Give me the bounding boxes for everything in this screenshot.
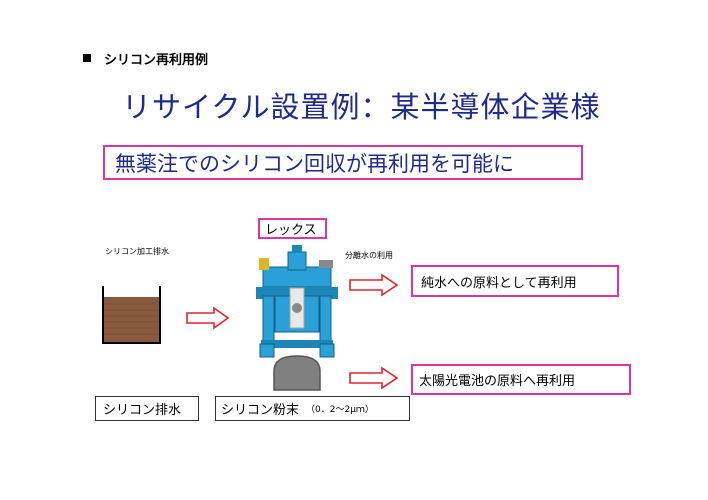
beaker-outline bbox=[102, 286, 161, 344]
arrow-right-icon bbox=[349, 273, 399, 297]
lex-label: レックス bbox=[265, 223, 317, 238]
solar-reuse-box: 太陽光電池の原料へ再利用 bbox=[411, 364, 631, 395]
silicon-powder-box: シリコン粉末 （0．2～2μｍ） bbox=[215, 396, 410, 421]
drain-caption: シリコン加工排水 bbox=[105, 247, 169, 256]
solar-reuse-label: 太陽光電池の原料へ再利用 bbox=[419, 374, 576, 389]
silicon-drain-box: シリコン排水 bbox=[95, 396, 199, 421]
subtitle-box: 無薬注でのシリコン回収が再利用を可能に bbox=[103, 145, 583, 180]
pure-water-reuse-box: 純水への原料として再利用 bbox=[411, 265, 619, 297]
powder-size-label: （0．2～2μｍ） bbox=[306, 405, 374, 415]
sludge-fill bbox=[103, 297, 160, 343]
lex-label-box: レックス bbox=[258, 218, 327, 239]
bullet-header: シリコン再利用例 bbox=[83, 49, 209, 68]
silicon-powder-icon bbox=[273, 355, 321, 391]
arrow-right-icon bbox=[349, 366, 399, 390]
beaker-icon bbox=[102, 286, 161, 344]
silicon-drain-label: シリコン排水 bbox=[103, 403, 182, 418]
page-title: リサイクル設置例：某半導体企業様 bbox=[122, 90, 601, 124]
bullet-header-text: シリコン再利用例 bbox=[104, 52, 209, 68]
silicon-powder-label: シリコン粉末 bbox=[221, 403, 300, 418]
recycling-machine-icon bbox=[256, 245, 338, 358]
arrow-right-icon bbox=[186, 306, 230, 330]
pure-water-reuse-label: 純水への原料として再利用 bbox=[421, 275, 577, 291]
square-bullet-icon bbox=[83, 54, 91, 62]
separated-water-caption: 分離水の利用 bbox=[345, 251, 393, 260]
sludge-texture bbox=[104, 303, 159, 335]
subtitle-text: 無薬注でのシリコン回収が再利用を可能に bbox=[115, 151, 514, 176]
